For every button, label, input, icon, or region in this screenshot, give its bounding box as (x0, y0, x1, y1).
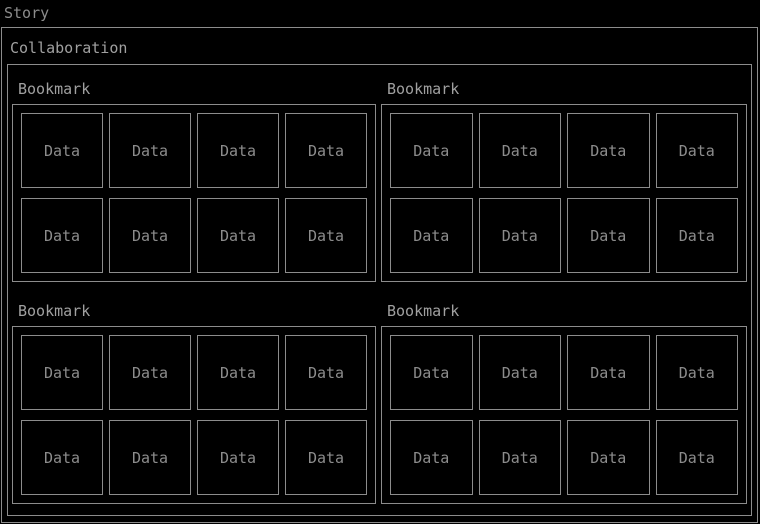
data-cell[interactable]: Data (655, 420, 738, 495)
data-cell[interactable]: Data (21, 113, 103, 188)
data-cell-label: Data (590, 226, 627, 245)
data-cell[interactable]: Data (109, 198, 191, 273)
data-cell-label: Data (219, 363, 257, 382)
data-cell-label: Data (43, 363, 81, 382)
data-cell[interactable]: Data (478, 420, 561, 495)
data-cell[interactable]: Data (197, 335, 279, 410)
data-cell-label: Data (43, 226, 81, 245)
data-cell-label: Data (43, 141, 81, 160)
data-cell[interactable]: Data (21, 335, 103, 410)
data-cell-label: Data (590, 448, 627, 467)
data-cell[interactable]: Data (567, 198, 650, 273)
data-cell[interactable]: Data (285, 113, 367, 188)
data-cell-label: Data (307, 141, 345, 160)
data-cell-label: Data (501, 226, 538, 245)
bookmark-section-3: Bookmark Data Data Data Data Data Data D… (381, 300, 747, 504)
data-cell-label: Data (413, 226, 450, 245)
data-cell[interactable]: Data (197, 113, 279, 188)
data-cell-label: Data (131, 226, 169, 245)
data-cell-label: Data (501, 363, 538, 382)
data-cell-label: Data (219, 448, 257, 467)
data-cell[interactable]: Data (197, 420, 279, 495)
bookmark-title-0: Bookmark (18, 80, 91, 98)
data-cell[interactable]: Data (390, 335, 473, 410)
data-cell-label: Data (413, 141, 450, 160)
data-cell-label: Data (219, 141, 257, 160)
data-cell-label: Data (501, 448, 538, 467)
data-cell-label: Data (43, 448, 81, 467)
data-cell-label: Data (590, 141, 627, 160)
data-cell-label: Data (413, 448, 450, 467)
data-cell-label: Data (219, 226, 257, 245)
collaboration-frame (7, 64, 752, 516)
data-cell-label: Data (678, 141, 715, 160)
bookmark-title-3: Bookmark (387, 302, 460, 320)
data-cell[interactable]: Data (567, 420, 650, 495)
bookmark-section-1: Bookmark Data Data Data Data Data Data D… (381, 78, 747, 282)
bookmark-frame-3: Data Data Data Data Data Data Data Data (381, 326, 747, 504)
bookmark-title-2: Bookmark (18, 302, 91, 320)
data-cell-label: Data (678, 226, 715, 245)
bookmark-frame-1: Data Data Data Data Data Data Data Data (381, 104, 747, 282)
data-cell-label: Data (131, 448, 169, 467)
data-cell[interactable]: Data (478, 113, 561, 188)
data-cell-label: Data (413, 363, 450, 382)
data-cell[interactable]: Data (285, 198, 367, 273)
data-cell-label: Data (678, 448, 715, 467)
data-cell[interactable]: Data (109, 420, 191, 495)
data-cell-label: Data (131, 363, 169, 382)
bookmark-title-1: Bookmark (387, 80, 460, 98)
data-cell-label: Data (678, 363, 715, 382)
data-cell[interactable]: Data (109, 113, 191, 188)
data-cell[interactable]: Data (390, 420, 473, 495)
data-cell-label: Data (307, 363, 345, 382)
data-cell[interactable]: Data (21, 420, 103, 495)
data-grid-0: Data Data Data Data Data Data Data Data (21, 113, 367, 273)
story-frame (1, 27, 758, 523)
data-cell[interactable]: Data (390, 113, 473, 188)
data-cell[interactable]: Data (390, 198, 473, 273)
bookmark-section-2: Bookmark Data Data Data Data Data Data D… (12, 300, 376, 504)
bookmark-frame-0: Data Data Data Data Data Data Data Data (12, 104, 376, 282)
data-grid-2: Data Data Data Data Data Data Data Data (21, 335, 367, 495)
data-cell-label: Data (307, 226, 345, 245)
data-grid-1: Data Data Data Data Data Data Data Data (390, 113, 738, 273)
bookmark-frame-2: Data Data Data Data Data Data Data Data (12, 326, 376, 504)
data-cell-label: Data (131, 141, 169, 160)
data-grid-3: Data Data Data Data Data Data Data Data (390, 335, 738, 495)
data-cell[interactable]: Data (197, 198, 279, 273)
data-cell[interactable]: Data (109, 335, 191, 410)
data-cell[interactable]: Data (655, 335, 738, 410)
bookmark-section-0: Bookmark Data Data Data Data Data Data D… (12, 78, 376, 282)
data-cell[interactable]: Data (478, 335, 561, 410)
story-title: Story (4, 4, 50, 22)
data-cell[interactable]: Data (567, 335, 650, 410)
data-cell[interactable]: Data (21, 198, 103, 273)
collaboration-title: Collaboration (10, 39, 128, 57)
data-cell-label: Data (307, 448, 345, 467)
data-cell[interactable]: Data (567, 113, 650, 188)
data-cell[interactable]: Data (655, 113, 738, 188)
data-cell[interactable]: Data (478, 198, 561, 273)
data-cell-label: Data (590, 363, 627, 382)
data-cell[interactable]: Data (285, 420, 367, 495)
data-cell-label: Data (501, 141, 538, 160)
data-cell[interactable]: Data (285, 335, 367, 410)
data-cell[interactable]: Data (655, 198, 738, 273)
